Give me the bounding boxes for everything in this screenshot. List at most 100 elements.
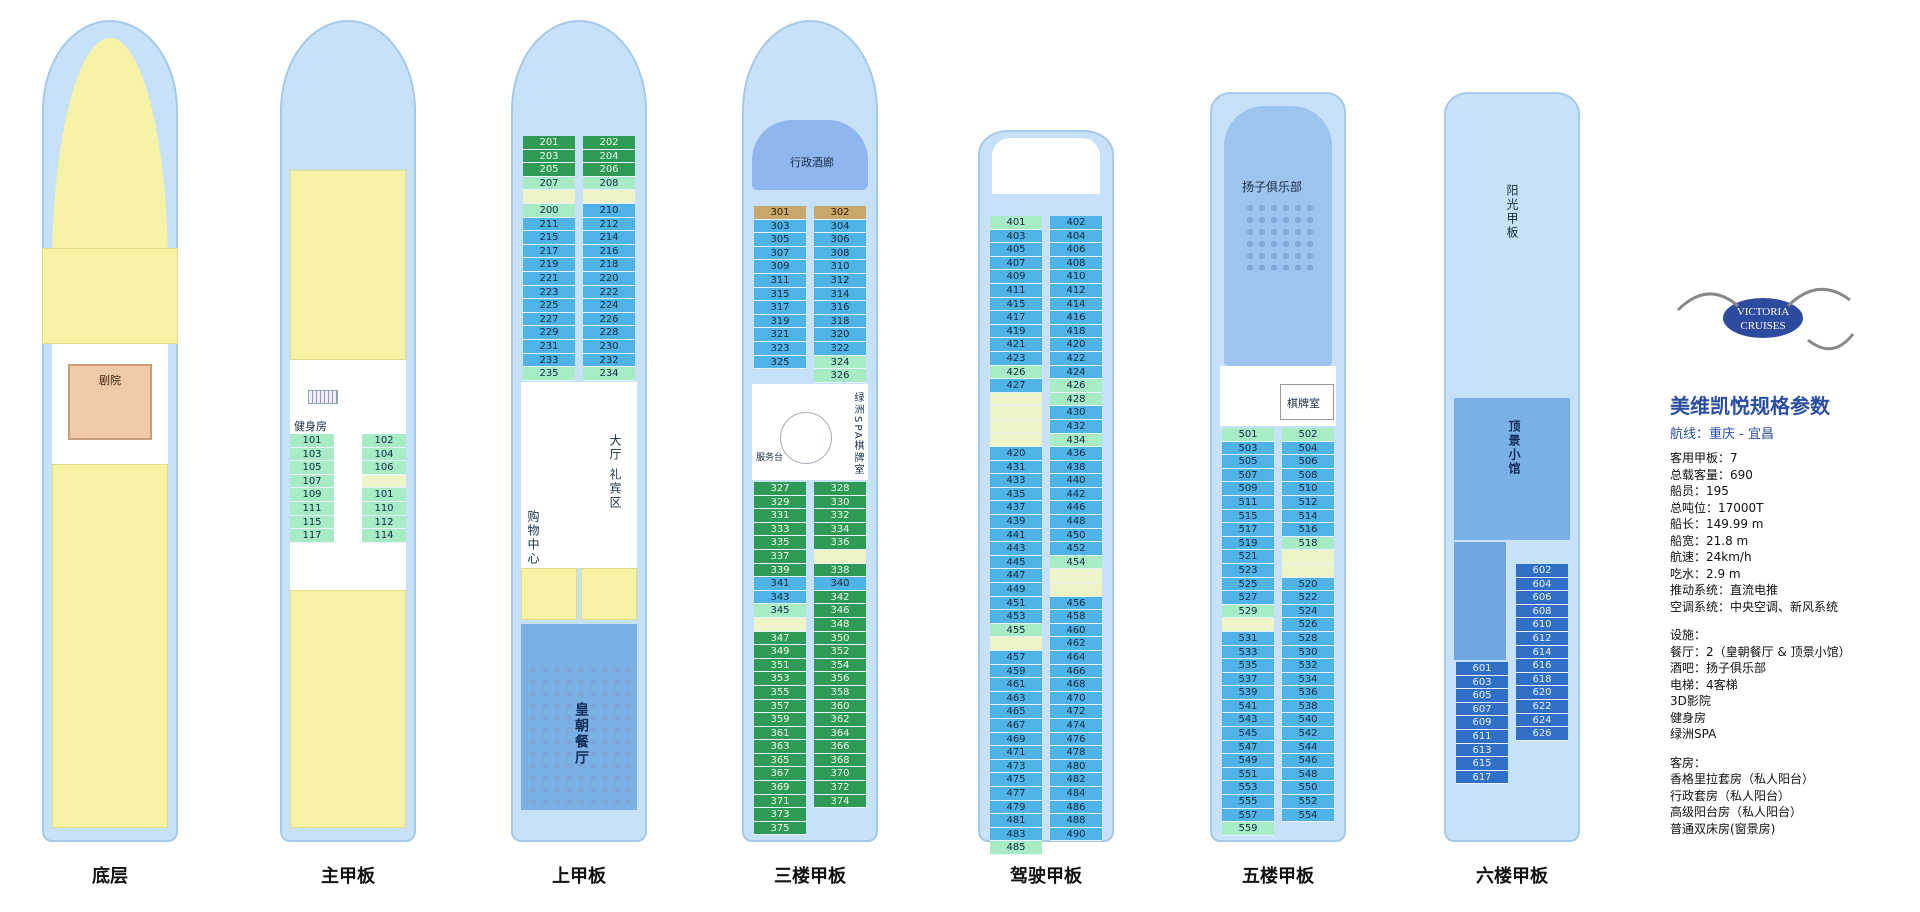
cabin-cell[interactable]: 368 xyxy=(814,753,866,768)
cabin-cell[interactable]: 201 xyxy=(523,136,575,150)
cabin-cell[interactable]: 326 xyxy=(814,369,866,383)
cabin-cell[interactable]: 117 xyxy=(290,529,334,543)
cabin-cell[interactable]: 509 xyxy=(1222,482,1274,496)
cabin-cell[interactable]: 347 xyxy=(754,631,806,646)
cabin-cell[interactable]: 362 xyxy=(814,713,866,727)
cabin-cell[interactable]: 535 xyxy=(1222,659,1274,673)
cabin-cell[interactable]: 101 xyxy=(290,434,334,448)
cabin-cell[interactable]: 538 xyxy=(1282,699,1334,714)
cabin-cell[interactable]: 514 xyxy=(1282,509,1334,524)
cabin-cell[interactable]: 445 xyxy=(990,555,1042,570)
cabin-cell[interactable]: 435 xyxy=(990,487,1042,502)
cabin-cell[interactable]: 408 xyxy=(1050,256,1102,271)
cabin-cell[interactable]: 546 xyxy=(1282,754,1334,768)
cabin-cell[interactable]: 439 xyxy=(990,515,1042,529)
cabin-cell[interactable]: 106 xyxy=(362,461,406,475)
cabin-cell[interactable]: 618 xyxy=(1516,672,1568,687)
cabin-cell[interactable]: 464 xyxy=(1050,651,1102,665)
cabin-cell[interactable]: 306 xyxy=(814,233,866,247)
cabin-cell[interactable]: 305 xyxy=(754,233,806,247)
cabin-cell[interactable]: 624 xyxy=(1516,713,1568,728)
cabin-cell[interactable]: 214 xyxy=(583,231,635,245)
cabin-cell[interactable]: 315 xyxy=(754,287,806,302)
cabin-cell[interactable]: 221 xyxy=(523,271,575,286)
cabin-cell[interactable]: 329 xyxy=(754,495,806,510)
cabin-cell[interactable]: 407 xyxy=(990,256,1042,271)
cabin-cell[interactable]: 232 xyxy=(583,353,635,368)
cabin-cell[interactable]: 419 xyxy=(990,324,1042,339)
cabin-cell[interactable]: 312 xyxy=(814,273,866,288)
cabin-cell[interactable]: 200 xyxy=(523,203,575,218)
cabin-cell[interactable]: 473 xyxy=(990,759,1042,774)
cabin-cell[interactable]: 332 xyxy=(814,509,866,523)
cabin-cell[interactable]: 104 xyxy=(362,447,406,462)
cabin-cell[interactable]: 427 xyxy=(990,379,1042,393)
cabin-cell[interactable]: 323 xyxy=(754,341,806,356)
cabin-cell[interactable]: 375 xyxy=(754,821,806,836)
cabin-cell[interactable]: 434 xyxy=(1050,433,1102,448)
cabin-cell[interactable]: 523 xyxy=(1222,563,1274,578)
cabin-cell[interactable]: 501 xyxy=(1222,428,1274,442)
cabin-cell[interactable]: 227 xyxy=(523,312,575,327)
cabin-cell[interactable]: 308 xyxy=(814,246,866,261)
cabin-cell[interactable]: 101 xyxy=(362,488,406,502)
cabin-cell[interactable]: 603 xyxy=(1456,675,1508,690)
cabin-cell[interactable]: 372 xyxy=(814,781,866,795)
cabin-cell[interactable]: 230 xyxy=(583,339,635,354)
cabin-cell[interactable]: 216 xyxy=(583,244,635,259)
cabin-cell[interactable]: 203 xyxy=(523,149,575,164)
cabin-cell[interactable]: 359 xyxy=(754,713,806,727)
cabin-cell[interactable]: 533 xyxy=(1222,645,1274,660)
cabin-cell[interactable]: 436 xyxy=(1050,447,1102,461)
cabin-cell[interactable]: 460 xyxy=(1050,623,1102,638)
cabin-cell[interactable]: 318 xyxy=(814,314,866,329)
cabin-cell[interactable]: 411 xyxy=(990,283,1042,298)
cabin-cell[interactable]: 511 xyxy=(1222,495,1274,510)
cabin-cell[interactable]: 526 xyxy=(1282,618,1334,632)
cabin-cell[interactable]: 450 xyxy=(1050,528,1102,543)
cabin-cell[interactable]: 528 xyxy=(1282,631,1334,646)
cabin-cell[interactable]: 309 xyxy=(754,260,806,274)
cabin-cell[interactable]: 423 xyxy=(990,351,1042,366)
cabin-cell[interactable]: 324 xyxy=(814,355,866,370)
cabin-cell[interactable]: 440 xyxy=(1050,474,1102,488)
imperial-restaurant[interactable]: 皇朝餐厅 xyxy=(521,624,637,810)
cabin-cell[interactable]: 348 xyxy=(814,617,866,632)
cabin-cell[interactable]: 517 xyxy=(1222,523,1274,537)
cabin-cell[interactable]: 547 xyxy=(1222,740,1274,755)
cabin-cell[interactable]: 107 xyxy=(290,474,334,489)
cabin-cell[interactable]: 476 xyxy=(1050,732,1102,747)
cabin-cell[interactable]: 415 xyxy=(990,297,1042,312)
cabin-cell[interactable]: 341 xyxy=(754,577,806,591)
cabin-cell[interactable]: 486 xyxy=(1050,800,1102,815)
cabin-cell[interactable]: 217 xyxy=(523,244,575,259)
cabin-cell[interactable]: 502 xyxy=(1282,428,1334,442)
cabin-cell[interactable]: 485 xyxy=(990,841,1042,855)
cabin-cell[interactable]: 404 xyxy=(1050,229,1102,244)
cabin-cell[interactable]: 448 xyxy=(1050,515,1102,529)
cabin-cell[interactable]: 605 xyxy=(1456,689,1508,703)
cabin-cell[interactable]: 441 xyxy=(990,528,1042,543)
cabin-cell[interactable]: 466 xyxy=(1050,664,1102,679)
cabin-cell[interactable]: 418 xyxy=(1050,324,1102,339)
cabin-cell[interactable]: 338 xyxy=(814,563,866,578)
cabin-cell[interactable]: 316 xyxy=(814,301,866,315)
cabin-cell[interactable]: 428 xyxy=(1050,392,1102,407)
cabin-cell[interactable]: 114 xyxy=(362,529,406,543)
cabin-cell[interactable]: 604 xyxy=(1516,577,1568,592)
cabin-cell[interactable]: 373 xyxy=(754,808,806,822)
cabin-cell[interactable]: 353 xyxy=(754,672,806,686)
cabin-cell[interactable]: 337 xyxy=(754,549,806,564)
cabin-cell[interactable]: 215 xyxy=(523,231,575,245)
cabin-cell[interactable]: 361 xyxy=(754,726,806,741)
cabin-cell[interactable]: 456 xyxy=(1050,596,1102,611)
cabin-cell[interactable]: 430 xyxy=(1050,406,1102,420)
cabin-cell[interactable]: 536 xyxy=(1282,686,1334,700)
cabin-cell[interactable]: 412 xyxy=(1050,283,1102,298)
cabin-cell[interactable]: 206 xyxy=(583,163,635,177)
cabin-cell[interactable]: 374 xyxy=(814,794,866,809)
cabin-cell[interactable]: 307 xyxy=(754,246,806,261)
cabin-cell[interactable]: 544 xyxy=(1282,740,1334,755)
cabin-cell[interactable]: 233 xyxy=(523,353,575,368)
cabin-cell[interactable]: 442 xyxy=(1050,487,1102,502)
